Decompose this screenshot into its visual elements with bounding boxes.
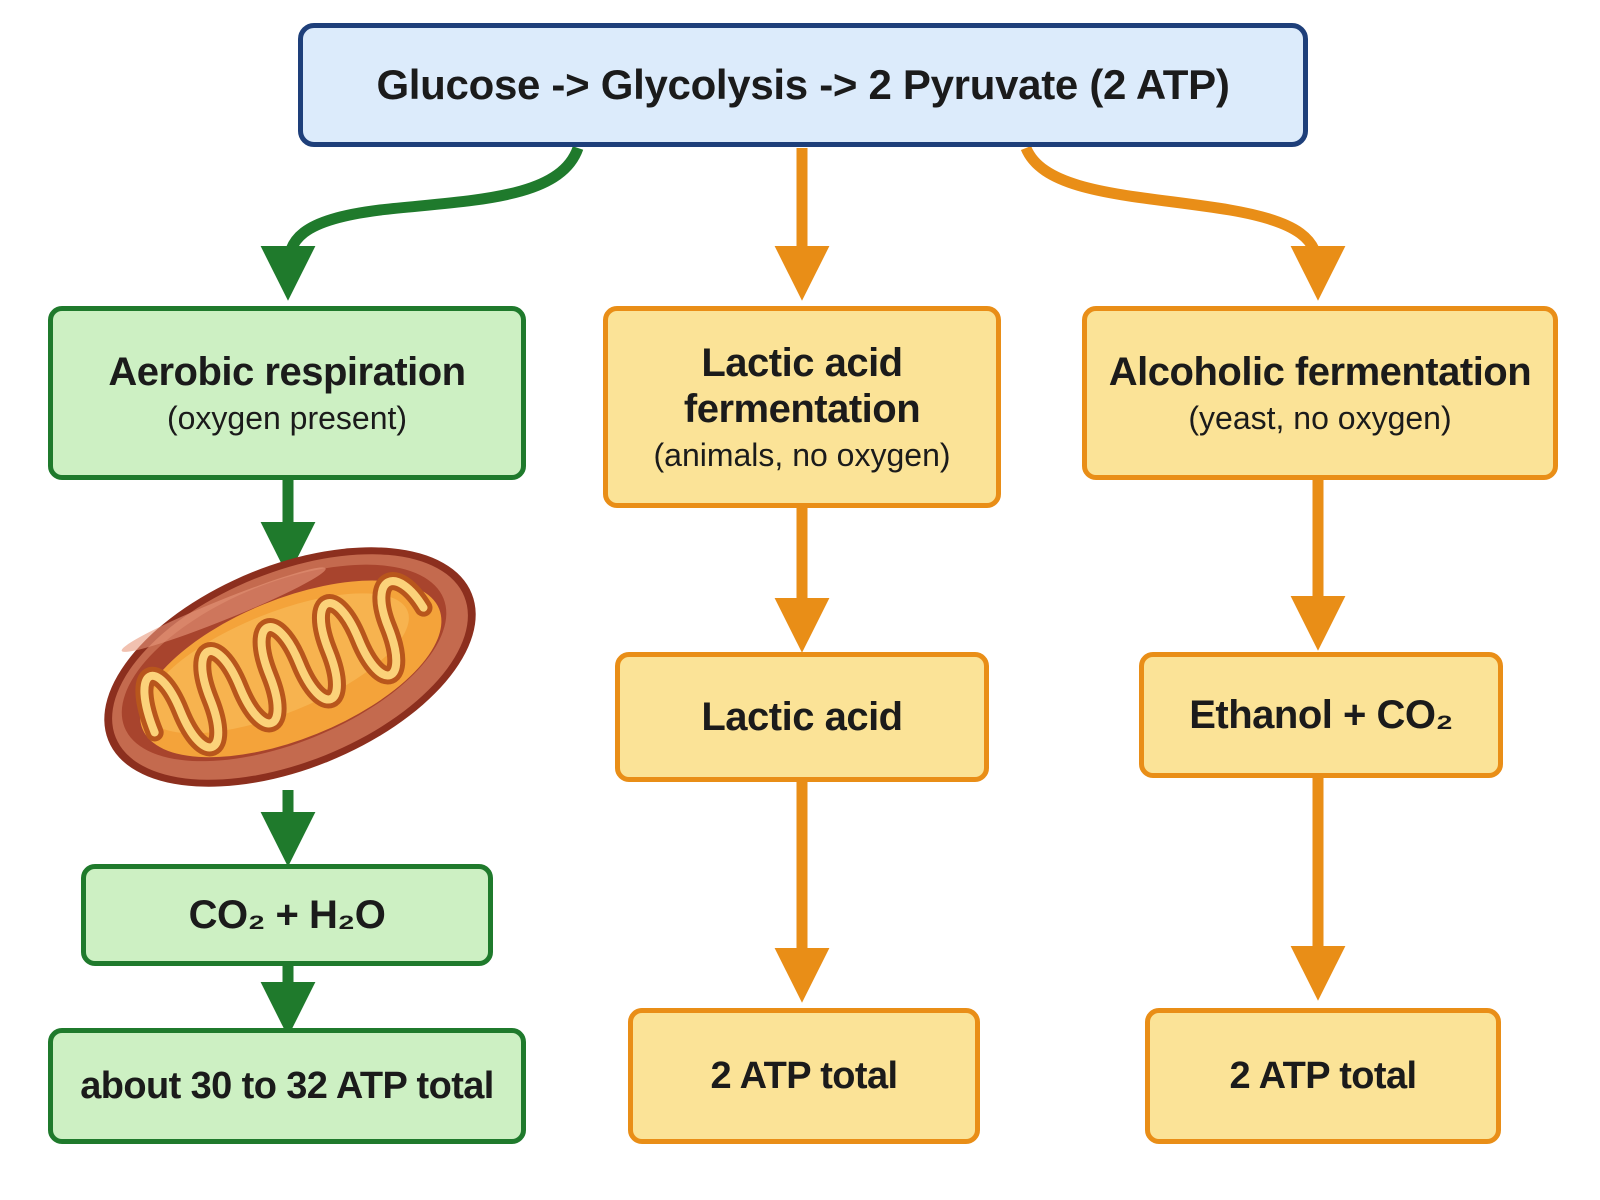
lactic-product: Lactic acid	[701, 694, 903, 739]
aerobic-total: about 30 to 32 ATP total	[80, 1064, 494, 1107]
glycolysis-label: Glucose -> Glycolysis -> 2 Pyruvate (2 A…	[376, 61, 1230, 108]
aerobic-product: CO₂ + H₂O	[188, 892, 386, 937]
mitochondrion-icon	[104, 547, 476, 787]
alcoholic-fermentation-box: Alcoholic fermentation (yeast, no oxygen…	[1082, 306, 1558, 480]
arrow-top-to-alcoholic	[1020, 145, 1346, 301]
lactic-title-line1: Lactic acid	[701, 340, 903, 385]
alcoholic-product-box: Ethanol + CO₂	[1139, 652, 1503, 778]
aerobic-subtitle: (oxygen present)	[166, 399, 408, 436]
lactic-product-box: Lactic acid	[615, 652, 989, 782]
aerobic-total-box: about 30 to 32 ATP total	[48, 1028, 526, 1144]
glycolysis-box: Glucose -> Glycolysis -> 2 Pyruvate (2 A…	[298, 23, 1308, 147]
alcoholic-total: 2 ATP total	[1229, 1054, 1418, 1097]
lactic-title-line2: fermentation	[683, 386, 921, 431]
alcoholic-title: Alcoholic fermentation	[1108, 349, 1532, 394]
arrow-top-to-aerobic	[260, 145, 584, 301]
aerobic-respiration-box: Aerobic respiration (oxygen present)	[48, 306, 526, 480]
lactic-fermentation-box: Lactic acid fermentation (animals, no ox…	[603, 306, 1001, 508]
alcoholic-total-box: 2 ATP total	[1145, 1008, 1501, 1144]
lactic-total-box: 2 ATP total	[628, 1008, 980, 1144]
alcoholic-subtitle: (yeast, no oxygen)	[1188, 399, 1452, 436]
alcoholic-product: Ethanol + CO₂	[1189, 692, 1453, 737]
lactic-total: 2 ATP total	[710, 1054, 899, 1097]
lactic-subtitle: (animals, no oxygen)	[653, 436, 951, 473]
aerobic-product-box: CO₂ + H₂O	[81, 864, 493, 966]
aerobic-title: Aerobic respiration	[108, 349, 466, 394]
